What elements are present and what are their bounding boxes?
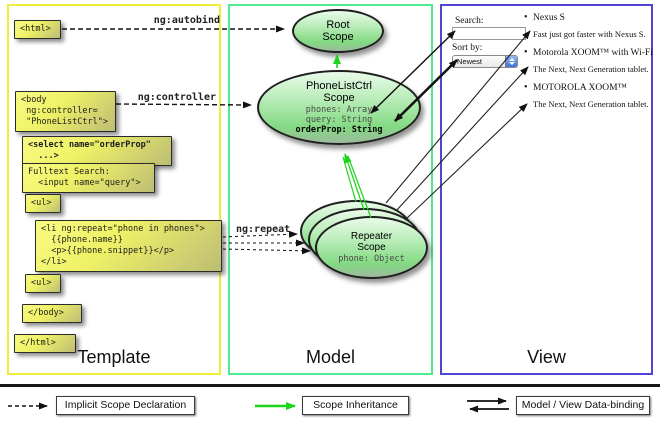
phonelistctrl-scope-title: PhoneListCtrl Scope	[305, 80, 373, 104]
model-panel: Model	[228, 4, 433, 375]
ng-repeat-label: ng:repeat	[236, 224, 291, 235]
phonelistctrl-scope-ellipse: PhoneListCtrl Scope phones: Array query:…	[257, 70, 421, 145]
code-ul-open-tag: <ul>	[25, 194, 61, 213]
bullet-icon: •	[524, 82, 528, 93]
model-panel-label: Model	[305, 347, 356, 367]
sort-by-label: Sort by:	[452, 43, 483, 53]
phonelistctrl-scope-props: phones: Array query: String	[305, 105, 373, 125]
sort-dropdown[interactable]: Newest	[452, 55, 518, 68]
phone-list: • Nexus S Fast just got faster with Nexu…	[521, 12, 656, 118]
legend-scope-inheritance: Scope Inheritance	[302, 396, 409, 415]
phone-snippet: The Next, Next Generation tablet.	[533, 64, 649, 74]
phone-snippet: Fast just got faster with Nexus S.	[533, 29, 646, 39]
root-scope-title: Root Scope	[322, 19, 354, 43]
phone-name: MOTOROLA XOOM™	[533, 83, 627, 93]
root-scope-ellipse: Root Scope	[292, 9, 384, 53]
code-li-repeat-tag: <li ng:repeat="phone in phones"> {{phone…	[35, 220, 222, 272]
repeater-scope-prop: phone: Object	[338, 253, 405, 264]
ng-autobind-label: ng:autobind	[153, 15, 220, 26]
bullet-icon: •	[524, 47, 528, 58]
code-body-open-tag: <body ng:controller= "PhoneListCtrl">	[15, 91, 116, 132]
phone-name: Motorola XOOM™ with Wi-Fi	[533, 48, 653, 58]
code-body-close-tag: </body>	[22, 304, 82, 323]
code-ul-close-tag: <ul>	[25, 274, 61, 293]
sort-dropdown-value: Newest	[457, 57, 483, 66]
code-fulltext-search: Fulltext Search: <input name="query">	[22, 163, 155, 193]
phone-snippet: The Next, Next Generation tablet.	[533, 99, 649, 109]
phone-list-item: • Nexus S Fast just got faster with Nexu…	[521, 12, 656, 39]
ng-controller-label: ng:controller	[137, 92, 216, 103]
repeater-scope-title: Repeater Scope	[350, 230, 393, 253]
view-panel-label: View	[527, 347, 566, 367]
template-panel-label: Template	[77, 347, 151, 367]
phone-name: Nexus S	[533, 13, 565, 23]
phone-list-item: • Motorola XOOM™ with Wi-Fi The Next, Ne…	[521, 47, 656, 74]
repeater-scope-ellipse: Repeater Scope phone: Object	[315, 216, 428, 279]
search-input[interactable]	[452, 27, 526, 40]
code-html-open-tag: <html>	[14, 20, 61, 39]
code-html-close-tag: </html>	[14, 334, 76, 353]
dropdown-stepper-icon	[505, 56, 517, 67]
phone-list-item: • MOTOROLA XOOM™ The Next, Next Generati…	[521, 82, 656, 109]
code-select-tag: <select name="orderProp" ...>	[22, 136, 172, 166]
legend-separator-line	[0, 384, 660, 387]
legend-implicit-scope-declaration: Implicit Scope Declaration	[56, 396, 195, 415]
search-label: Search:	[455, 16, 484, 26]
bullet-icon: •	[524, 12, 528, 23]
phonelistctrl-scope-orderprop: orderProp: String	[295, 125, 383, 135]
legend-model-view-data-binding: Model / View Data-binding	[516, 396, 650, 415]
